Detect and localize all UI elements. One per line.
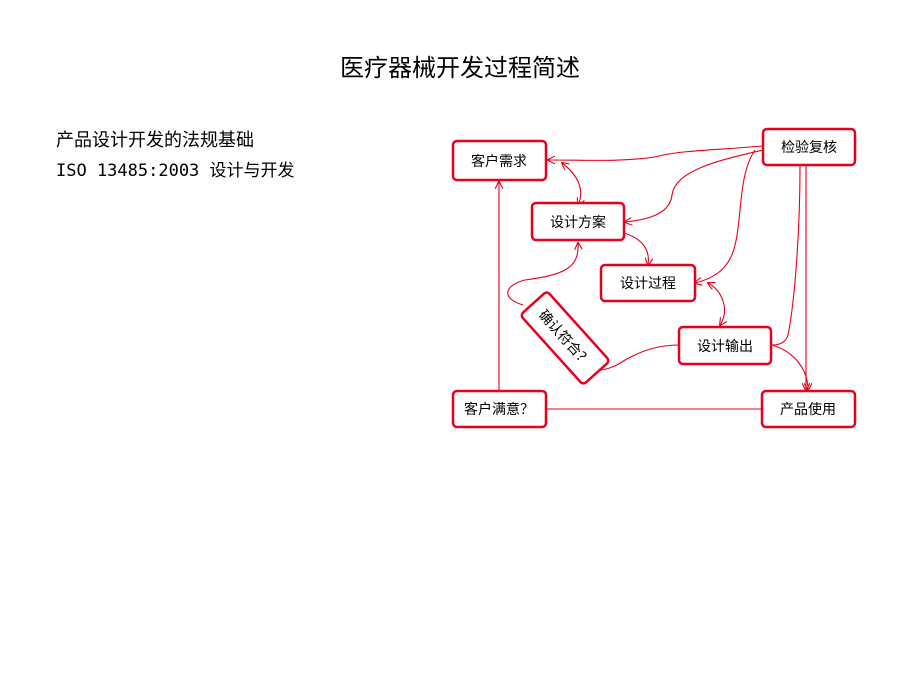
edge-verify-to-output [771,165,801,346]
edge-output-to-confirm [599,344,681,371]
svg-text:设计输出: 设计输出 [697,339,753,355]
edge-verify-to-plan [625,149,764,222]
svg-text:客户满意？: 客户满意？ [464,401,534,418]
node-design-process: 设计过程 [599,263,697,303]
node-design-output: 设计输出 [677,325,773,366]
edge-output-to-use [771,344,808,390]
subtitle-iso-standard: ISO 13485:2003 设计与开发 [56,161,295,181]
edge-verify-to-needs [548,145,763,160]
edge-plan-to-process [619,231,648,265]
edge-verify-to-process [695,149,756,283]
node-verify-review: 检验复核 [761,127,857,167]
page-title: 医疗器械开发过程简述 [340,54,580,82]
node-customer-satisfied: 客户满意？ [451,389,548,429]
edge-process-output [708,283,724,325]
svg-text:设计过程: 设计过程 [620,276,676,292]
svg-text:客户需求: 客户需求 [471,153,527,170]
svg-text:设计方案: 设计方案 [550,214,606,231]
edge-confirm-to-plan [507,243,578,306]
subtitle-regulatory-basis: 产品设计开发的法规基础 [56,130,254,151]
node-confirm-conform: 确认符合？ [520,291,610,385]
node-design-plan: 设计方案 [530,201,626,242]
node-product-use: 产品使用 [760,389,857,429]
svg-text:产品使用: 产品使用 [780,401,836,418]
svg-text:检验复核: 检验复核 [781,139,837,156]
edge-needs-plan [562,163,581,205]
node-customer-needs: 客户需求 [451,139,548,182]
diagram-edges [499,145,808,410]
